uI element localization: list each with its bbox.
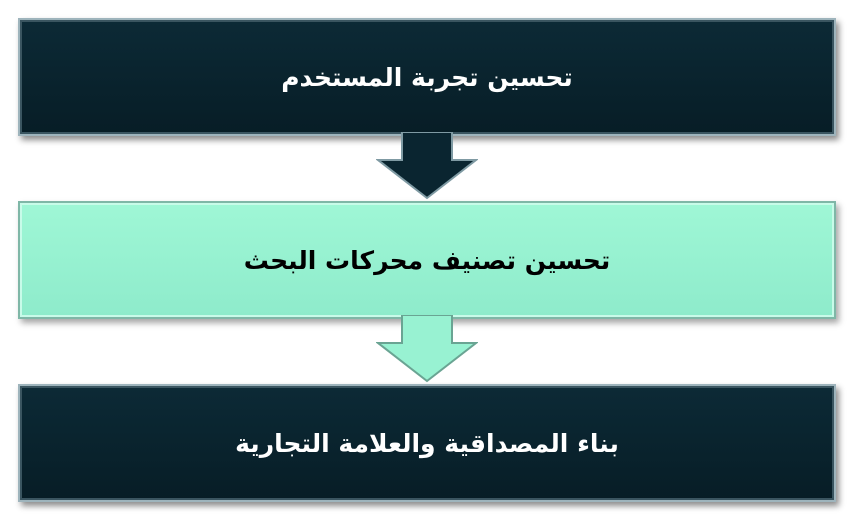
step-box-seo-ranking: تحسين تصنيف محركات البحث xyxy=(18,201,836,319)
step-box-credibility-brand: بناء المصداقية والعلامة التجارية xyxy=(18,384,836,502)
step-label: بناء المصداقية والعلامة التجارية xyxy=(235,428,619,458)
arrow-down-icon xyxy=(376,315,478,383)
step-box-user-experience: تحسين تجربة المستخدم xyxy=(18,18,836,136)
step-label: تحسين تجربة المستخدم xyxy=(281,62,573,92)
arrow-down-icon xyxy=(376,132,478,200)
step-label: تحسين تصنيف محركات البحث xyxy=(243,245,611,275)
